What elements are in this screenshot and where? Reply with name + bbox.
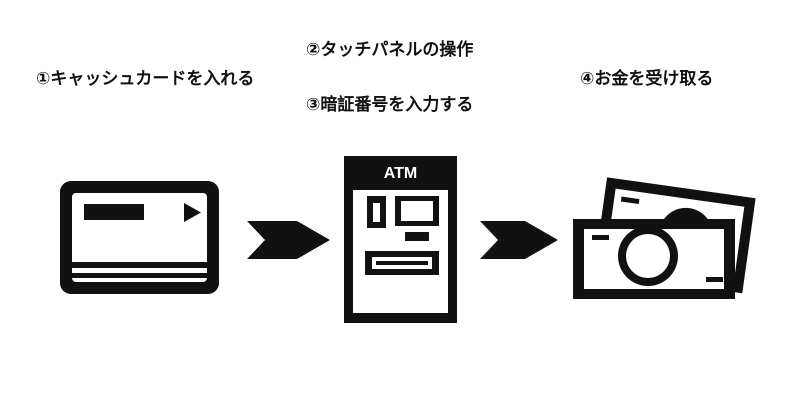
- card-stripe: [84, 204, 144, 220]
- step1-label: ①キャッシュカードを入れる: [36, 69, 255, 89]
- step4-label: ④お金を受け取る: [580, 69, 714, 89]
- card-line-upper: [72, 262, 207, 268]
- step2-label: ②タッチパネルの操作: [306, 40, 474, 60]
- cash-card-icon: [60, 181, 219, 294]
- card-arrow-mark: [184, 203, 201, 222]
- card-line-lower: [72, 273, 207, 278]
- chevron-arrow-icon: [247, 221, 330, 259]
- chevron-arrow-icon: [480, 221, 558, 259]
- step3-label: ③暗証番号を入力する: [306, 95, 474, 115]
- atm-keypad: [405, 232, 429, 241]
- banknotes-icon: [573, 177, 756, 299]
- atm-machine-icon: ATM: [344, 156, 457, 323]
- atm-sign-text: ATM: [384, 165, 417, 182]
